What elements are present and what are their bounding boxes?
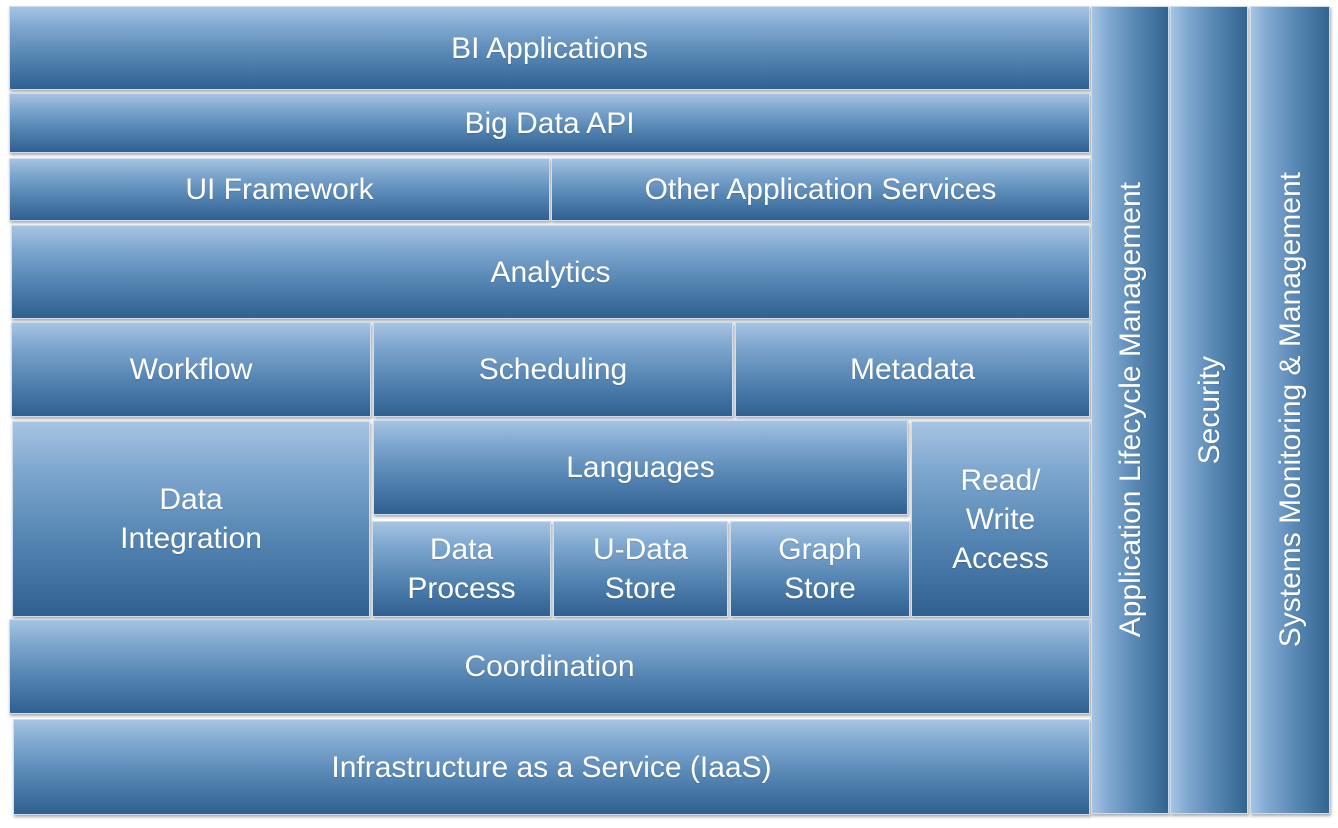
other-application-services-block: Other Application Services	[551, 158, 1090, 221]
security-label: Security	[1192, 355, 1226, 465]
u-data-store-block: U-Data Store	[553, 521, 728, 617]
ui-framework-block: UI Framework	[9, 158, 550, 221]
analytics-layer: Analytics	[11, 225, 1090, 319]
workflow-block: Workflow	[11, 322, 371, 417]
metadata-label: Metadata	[849, 353, 976, 386]
scheduling-block: Scheduling	[373, 322, 733, 417]
other-application-services-label: Other Application Services	[644, 173, 997, 206]
coordination-label: Coordination	[464, 650, 635, 683]
ui-framework-label: UI Framework	[185, 173, 374, 206]
systems-monitoring-management-label: Systems Monitoring & Management	[1273, 172, 1307, 648]
metadata-block: Metadata	[735, 322, 1090, 417]
analytics-label: Analytics	[490, 255, 611, 289]
security-column: Security	[1170, 6, 1248, 814]
bi-applications-layer: BI Applications	[9, 6, 1090, 90]
bi-applications-label: BI Applications	[451, 31, 648, 65]
iaas-label: Infrastructure as a Service (IaaS)	[331, 750, 772, 784]
languages-label: Languages	[566, 451, 715, 484]
scheduling-label: Scheduling	[478, 353, 628, 386]
coordination-layer: Coordination	[9, 619, 1090, 714]
u-data-store-label: U-Data Store	[592, 533, 689, 605]
big-data-api-label: Big Data API	[464, 106, 635, 140]
graph-store-block: Graph Store	[730, 521, 910, 617]
read-write-access-block: Read/ Write Access	[911, 421, 1090, 617]
application-lifecycle-management-column: Application Lifecycle Management	[1091, 6, 1169, 814]
read-write-access-label: Read/ Write Access	[952, 463, 1049, 575]
iaas-layer: Infrastructure as a Service (IaaS)	[13, 719, 1090, 815]
systems-monitoring-management-column: Systems Monitoring & Management	[1250, 6, 1330, 814]
big-data-api-layer: Big Data API	[9, 93, 1090, 153]
graph-store-label: Graph Store	[778, 533, 862, 605]
data-integration-block: Data Integration	[12, 421, 370, 617]
data-integration-label: Data Integration	[120, 483, 262, 555]
workflow-label: Workflow	[129, 353, 253, 386]
application-lifecycle-management-label: Application Lifecycle Management	[1113, 182, 1147, 638]
data-process-block: Data Process	[372, 521, 551, 617]
data-process-label: Data Process	[407, 533, 516, 605]
languages-block: Languages	[373, 420, 908, 515]
